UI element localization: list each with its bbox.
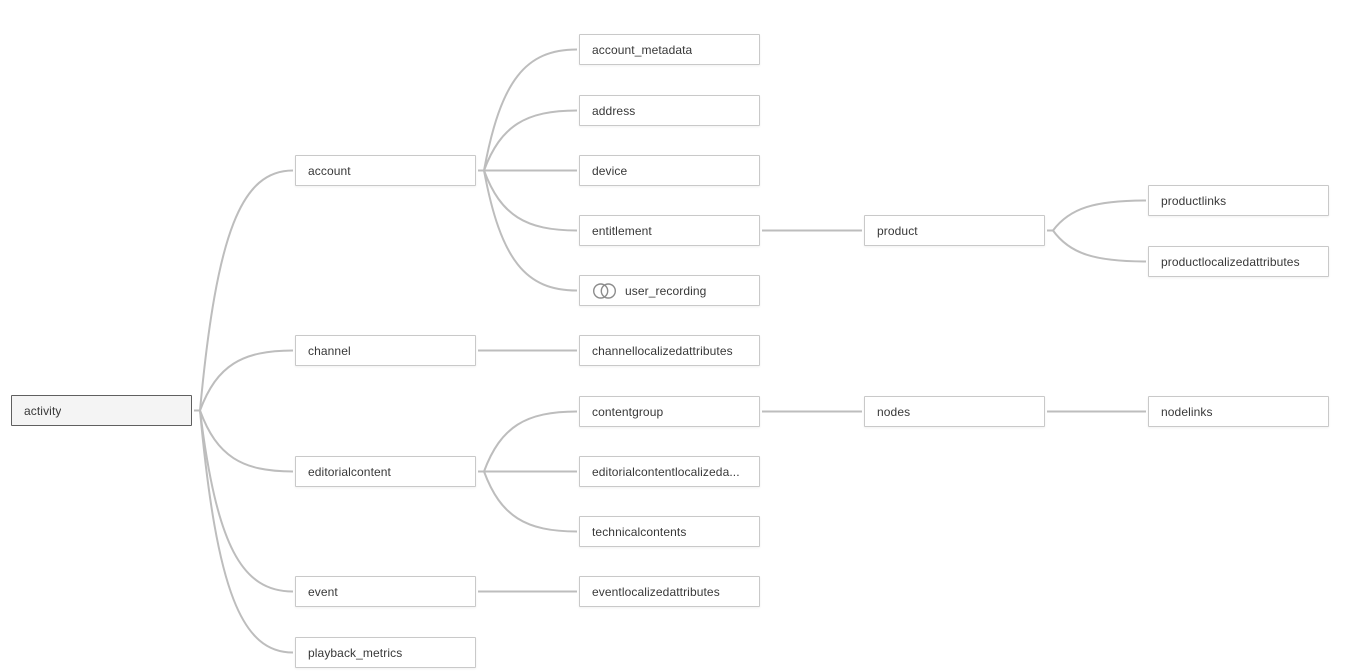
node-label: user_recording (625, 283, 707, 298)
node-activity[interactable]: activity (11, 395, 192, 426)
relationship-edge-account-account_metadata[interactable] (478, 48, 578, 172)
node-label: activity (24, 403, 62, 418)
node-label: nodelinks (1161, 404, 1213, 419)
node-label: address (592, 103, 636, 118)
node-label: technicalcontents (592, 524, 687, 539)
node-eventlocalizedattributes[interactable]: eventlocalizedattributes (579, 576, 760, 607)
node-productlinks[interactable]: productlinks (1148, 185, 1329, 216)
relationship-edge-editorialcontent-contentgroup[interactable] (478, 410, 578, 473)
node-entitlement[interactable]: entitlement (579, 215, 760, 246)
node-playback_metrics[interactable]: playback_metrics (295, 637, 476, 668)
node-account[interactable]: account (295, 155, 476, 186)
node-label: account (308, 163, 351, 178)
node-label: playback_metrics (308, 645, 403, 660)
node-contentgroup[interactable]: contentgroup (579, 396, 760, 427)
node-product[interactable]: product (864, 215, 1045, 246)
node-label: device (592, 163, 628, 178)
node-label: productlinks (1161, 193, 1227, 208)
node-technicalcontents[interactable]: technicalcontents (579, 516, 760, 547)
node-label: channellocalizedattributes (592, 343, 733, 358)
node-event[interactable]: event (295, 576, 476, 607)
relationship-edge-activity-playback_metrics[interactable] (194, 409, 294, 654)
relationship-edge-activity-editorialcontent[interactable] (194, 409, 294, 473)
node-label: editorialcontent (308, 464, 391, 479)
node-device[interactable]: device (579, 155, 760, 186)
node-channellocalizedattributes[interactable]: channellocalizedattributes (579, 335, 760, 366)
node-label: productlocalizedattributes (1161, 254, 1300, 269)
node-account_metadata[interactable]: account_metadata (579, 34, 760, 65)
relationship-edge-account-entitlement[interactable] (478, 169, 578, 232)
relationship-edge-product-productlinks[interactable] (1047, 199, 1147, 232)
node-label: eventlocalizedattributes (592, 584, 720, 599)
relationship-edge-product-productlocalizedattributes[interactable] (1047, 229, 1147, 263)
relationship-edge-editorialcontent-technicalcontents[interactable] (478, 470, 578, 533)
node-nodelinks[interactable]: nodelinks (1148, 396, 1329, 427)
node-editorialcontent[interactable]: editorialcontent (295, 456, 476, 487)
node-user_recording[interactable]: user_recording (579, 275, 760, 306)
node-address[interactable]: address (579, 95, 760, 126)
node-label: nodes (877, 404, 911, 419)
node-nodes[interactable]: nodes (864, 396, 1045, 427)
relationship-edge-account-user_recording[interactable] (478, 169, 578, 292)
node-label: entitlement (592, 223, 652, 238)
node-channel[interactable]: channel (295, 335, 476, 366)
node-label: event (308, 584, 338, 599)
relationship-edge-activity-account[interactable] (194, 169, 294, 412)
node-label: account_metadata (592, 42, 693, 57)
node-productlocalizedattributes[interactable]: productlocalizedattributes (1148, 246, 1329, 277)
node-label: editorialcontentlocalizeda... (592, 464, 740, 479)
node-editorialcontentlocalized[interactable]: editorialcontentlocalizeda... (579, 456, 760, 487)
relationship-edge-activity-event[interactable] (194, 409, 294, 593)
relationship-edge-activity-channel[interactable] (194, 349, 294, 412)
union-venn-icon (592, 282, 617, 300)
node-label: contentgroup (592, 404, 664, 419)
node-label: channel (308, 343, 351, 358)
relationship-edge-account-address[interactable] (478, 109, 578, 172)
node-label: product (877, 223, 918, 238)
